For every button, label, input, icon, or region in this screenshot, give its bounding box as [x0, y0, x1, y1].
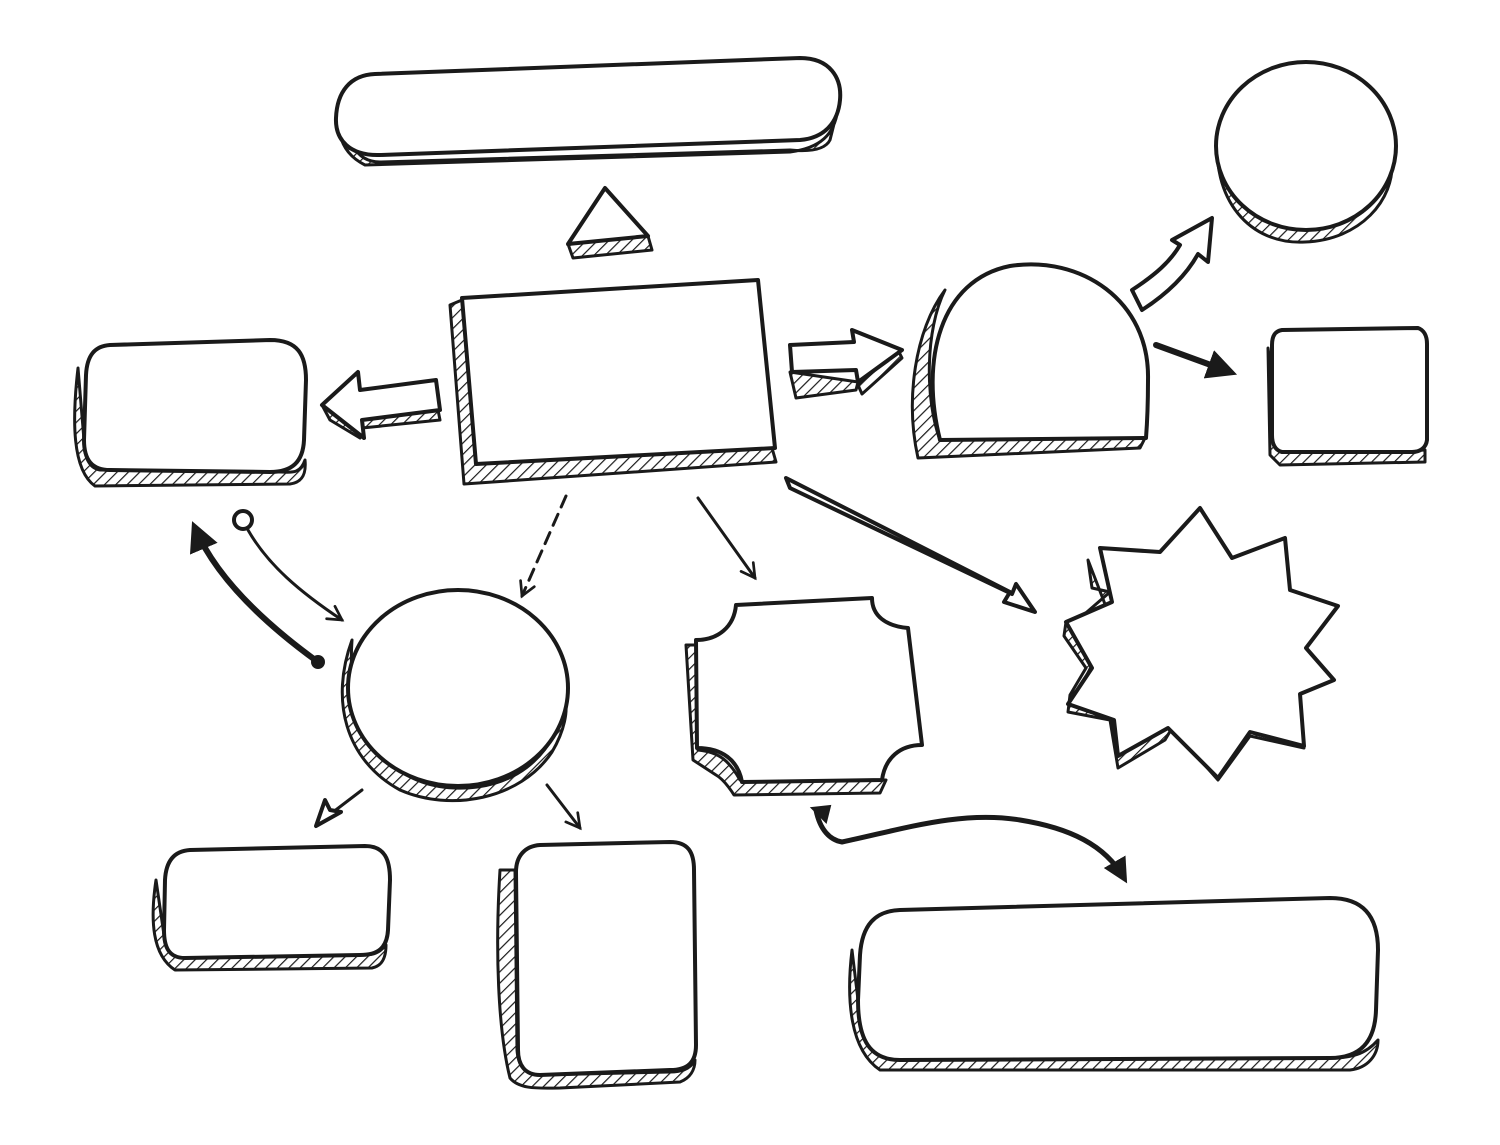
hollow-tip-arrow [314, 788, 364, 828]
center-rectangle [448, 278, 778, 486]
left-rounded-box [73, 338, 308, 488]
curved-arrow-up [190, 521, 325, 669]
dome-shape [910, 262, 1151, 460]
curved-hollow-arrow [1130, 216, 1214, 312]
bottom-left-circle [340, 588, 570, 802]
left-block-arrow [320, 370, 442, 440]
circle-tail-arrow [232, 509, 345, 622]
right-square [1266, 326, 1429, 467]
down-right-arrow [545, 783, 582, 831]
notched-frame [684, 596, 924, 797]
bold-arrow-right [1153, 342, 1238, 379]
swoosh-arrow [809, 804, 1128, 884]
tall-rounded-box [496, 840, 698, 1090]
right-block-arrow [788, 328, 904, 400]
long-hollow-arrow [784, 476, 1037, 614]
top-pill [333, 56, 843, 167]
starburst [1062, 506, 1340, 782]
dashed-arrow [519, 494, 568, 599]
thin-arrow [696, 496, 757, 581]
small-triangle [566, 186, 654, 260]
top-right-circle [1214, 60, 1398, 244]
bottom-wide-pill [848, 896, 1380, 1072]
small-rounded-box [151, 844, 392, 972]
